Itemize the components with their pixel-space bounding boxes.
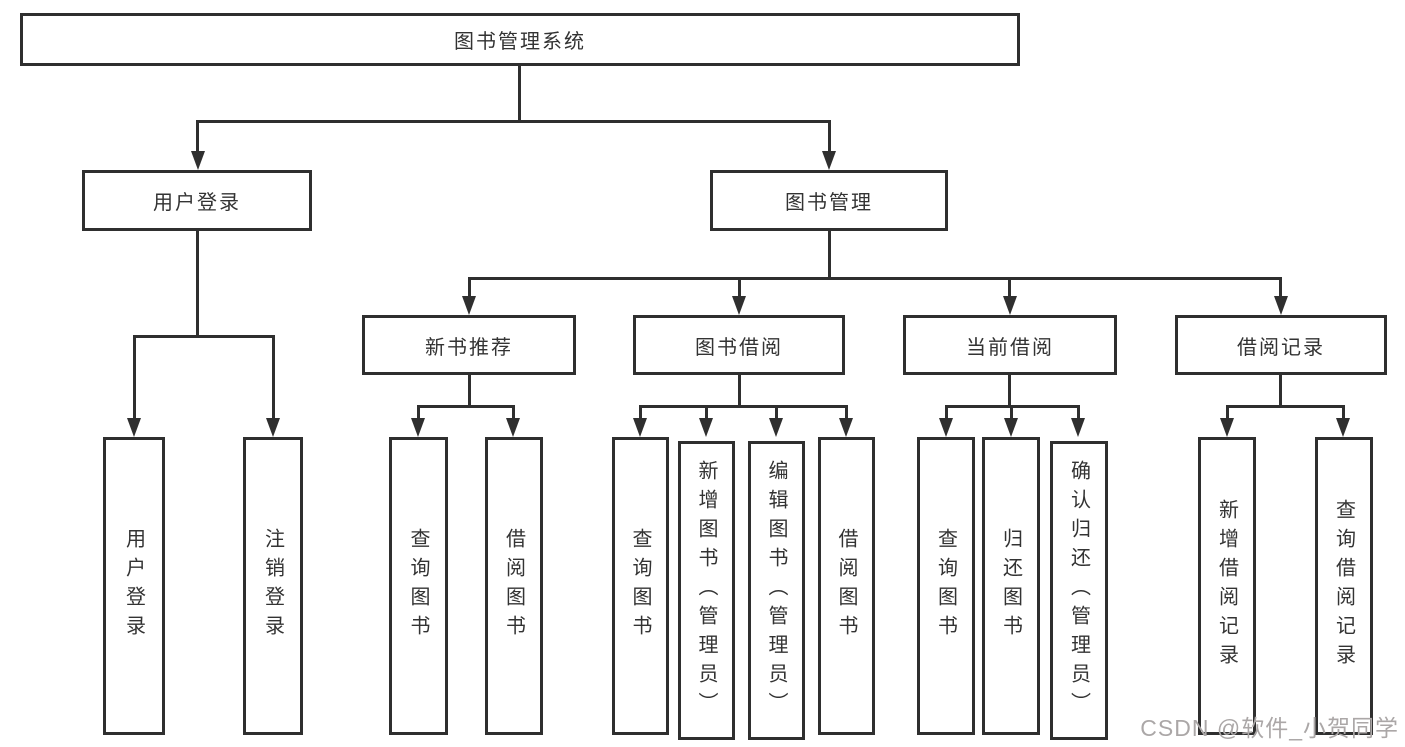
node-label: 借阅图书 — [502, 528, 525, 644]
connector-v — [775, 405, 778, 419]
connector-v — [828, 231, 831, 280]
leaf-edit-books-admin: 编辑图书（管理员） — [748, 441, 805, 740]
connector-v — [738, 277, 741, 298]
node-book-management: 图书管理 — [710, 170, 948, 231]
leaf-query-borrow-record: 查询借阅记录 — [1315, 437, 1373, 735]
connector-v — [1279, 374, 1282, 407]
connector-h — [197, 120, 831, 123]
leaf-user-login: 用户登录 — [103, 437, 165, 735]
leaf-borrow-books: 借阅图书 — [818, 437, 875, 735]
connector-h — [1226, 405, 1344, 408]
node-label: 归还图书 — [999, 528, 1022, 644]
node-new-book-recommend: 新书推荐 — [362, 315, 576, 375]
arrowhead-down-icon — [822, 151, 836, 170]
arrowhead-down-icon — [699, 418, 713, 437]
connector-v — [738, 374, 741, 407]
node-label: 新书推荐 — [425, 336, 513, 359]
node-borrowing-records: 借阅记录 — [1175, 315, 1387, 375]
connector-v — [1077, 405, 1080, 419]
leaf-borrow-books: 借阅图书 — [485, 437, 543, 735]
connector-v — [468, 374, 471, 407]
node-label: 新增借阅记录 — [1215, 499, 1238, 673]
connector-v — [1010, 405, 1013, 419]
arrowhead-down-icon — [1004, 418, 1018, 437]
node-label: 查询图书 — [629, 528, 651, 644]
arrowhead-down-icon — [732, 296, 746, 315]
arrowhead-down-icon — [462, 296, 476, 315]
node-label: 确认归还（管理员） — [1067, 460, 1090, 721]
arrowhead-down-icon — [1274, 296, 1288, 315]
node-label: 借阅图书 — [835, 528, 857, 644]
arrowhead-down-icon — [411, 418, 425, 437]
connector-v — [133, 335, 136, 419]
connector-v — [417, 405, 420, 419]
connector-v — [828, 120, 831, 154]
csdn-watermark: CSDN @软件_小贺同学 — [1140, 715, 1399, 741]
connector-v — [845, 405, 848, 419]
leaf-confirm-return-admin: 确认归还（管理员） — [1050, 441, 1108, 740]
leaf-return-books: 归还图书 — [982, 437, 1040, 735]
node-label: 图书管理系统 — [454, 31, 586, 53]
arrowhead-down-icon — [506, 418, 520, 437]
arrowhead-down-icon — [939, 418, 953, 437]
node-label: 查询图书 — [407, 528, 429, 644]
connector-v — [705, 405, 708, 419]
node-current-borrowing: 当前借阅 — [903, 315, 1117, 375]
node-library-management-system: 图书管理系统 — [20, 13, 1020, 66]
connector-v — [639, 405, 642, 419]
node-label: 借阅记录 — [1237, 336, 1325, 359]
connector-v — [196, 120, 199, 154]
connector-v — [1342, 405, 1345, 419]
arrowhead-down-icon — [839, 418, 853, 437]
arrowhead-down-icon — [191, 151, 205, 170]
node-label: 查询图书 — [934, 528, 957, 644]
connector-v — [518, 66, 521, 120]
arrowhead-down-icon — [127, 418, 141, 437]
node-label: 注销登录 — [261, 528, 284, 644]
arrowhead-down-icon — [1071, 418, 1085, 437]
connector-v — [196, 231, 199, 337]
node-label: 新增图书（管理员） — [695, 460, 717, 721]
connector-v — [468, 277, 471, 298]
arrowhead-down-icon — [1220, 418, 1234, 437]
leaf-query-books: 查询图书 — [917, 437, 975, 735]
connector-v — [1008, 374, 1011, 407]
connector-h — [133, 335, 275, 338]
connector-v — [1008, 277, 1011, 298]
arrowhead-down-icon — [1003, 296, 1017, 315]
leaf-logout: 注销登录 — [243, 437, 303, 735]
connector-v — [945, 405, 948, 419]
connector-h — [639, 405, 847, 408]
leaf-query-books: 查询图书 — [389, 437, 448, 735]
node-label: 用户登录 — [153, 192, 241, 214]
connector-h — [417, 405, 515, 408]
connector-h — [468, 277, 1282, 280]
node-book-borrowing: 图书借阅 — [633, 315, 845, 375]
arrowhead-down-icon — [266, 418, 280, 437]
arrowhead-down-icon — [633, 418, 647, 437]
node-label: 当前借阅 — [966, 336, 1054, 359]
arrowhead-down-icon — [769, 418, 783, 437]
leaf-query-books: 查询图书 — [612, 437, 669, 735]
connector-v — [1279, 277, 1282, 298]
leaf-add-borrow-record: 新增借阅记录 — [1198, 437, 1256, 735]
node-label: 查询借阅记录 — [1332, 499, 1355, 673]
node-label: 图书借阅 — [695, 336, 783, 359]
node-label: 用户登录 — [122, 528, 145, 644]
node-label: 编辑图书（管理员） — [765, 460, 787, 721]
leaf-add-books-admin: 新增图书（管理员） — [678, 441, 735, 740]
node-label: 图书管理 — [785, 192, 873, 214]
connector-v — [272, 335, 275, 419]
connector-v — [1226, 405, 1229, 419]
node-user-login: 用户登录 — [82, 170, 312, 231]
arrowhead-down-icon — [1336, 418, 1350, 437]
connector-v — [512, 405, 515, 419]
